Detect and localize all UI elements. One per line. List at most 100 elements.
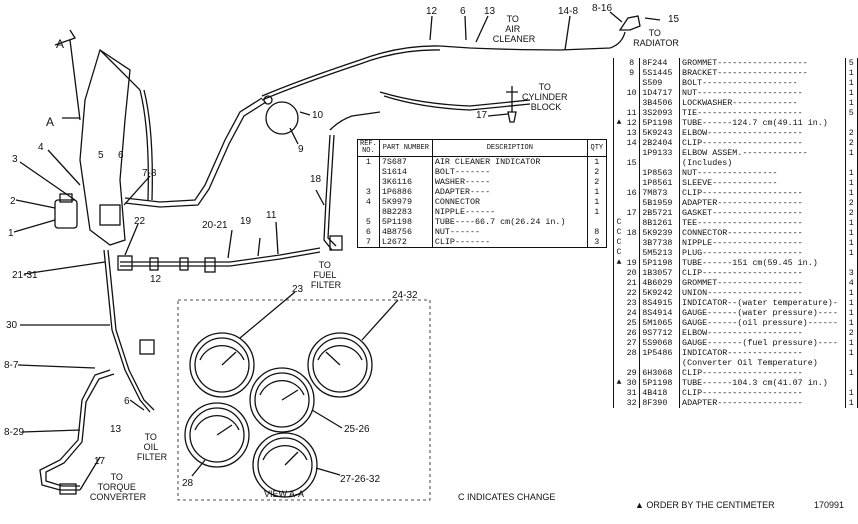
ref-no: 4 (357, 197, 380, 207)
cylinder-fitting (506, 86, 518, 123)
figure-number: 170991 (814, 500, 845, 510)
table-row: (Converter Oil Temperature) (614, 358, 858, 368)
label-to-air-cleaner: TO AIR CLEANER (493, 14, 536, 44)
quantity: 4 (844, 278, 858, 288)
quantity (586, 217, 607, 227)
quantity: 1 (844, 228, 858, 238)
callout-6-top: 6 (460, 6, 466, 17)
bracket-7-8 (99, 204, 121, 226)
description: CONNECTOR--------------- (682, 227, 803, 238)
part-number: 5M5213 (639, 248, 681, 258)
quantity: 2 (844, 328, 858, 338)
change-mark: C (616, 248, 622, 257)
ref-no: 25 (624, 318, 641, 328)
ref-no: 21 (624, 278, 641, 288)
quantity: 1 (844, 248, 858, 258)
change-mark (614, 108, 625, 118)
ref-no: 23 (624, 298, 641, 308)
ref-no (624, 248, 641, 258)
callout-10: 10 (312, 110, 324, 121)
ref-no: 17 (624, 208, 641, 218)
change-mark (614, 168, 625, 178)
description: NUT------ (434, 226, 481, 237)
change-mark (614, 68, 625, 78)
part-number: S1614 (379, 167, 433, 177)
quantity: 3 (844, 268, 858, 278)
air-cleaner-indicator (54, 199, 78, 229)
part-number: 1P8563 (639, 168, 681, 178)
description: ADAPTER----------------- (682, 197, 803, 208)
change-mark (614, 58, 625, 68)
description: CONNECTOR (434, 196, 481, 207)
change-mark (614, 208, 625, 218)
part-number: 7S687 (379, 156, 433, 167)
description: GAUGE-------(fuel pressure)---- (682, 337, 838, 348)
ref-no: 3 (357, 187, 380, 197)
quantity: 1 (844, 88, 858, 98)
quantity: 1 (844, 98, 858, 108)
change-mark (614, 398, 625, 408)
callout-24-32: 24-32 (392, 290, 418, 301)
change-mark (614, 88, 625, 98)
part-number: 5K9243 (639, 128, 681, 138)
quantity: 1 (844, 178, 858, 188)
callout-4: 4 (38, 142, 44, 153)
ref-no: 27 (624, 338, 641, 348)
part-number: 3S2093 (639, 108, 681, 118)
gauge-25 (249, 367, 315, 433)
description: BRACKET------------------ (682, 67, 808, 78)
description: TIE--------------------- (682, 107, 803, 118)
callout-17: 17 (476, 110, 488, 121)
description: (Converter Oil Temperature) (682, 357, 818, 368)
quantity (844, 378, 858, 388)
description: ELBOW ASSEM.------------- (682, 147, 808, 158)
change-mark: ▲ (616, 378, 622, 387)
description: LOCKWASHER------------- (682, 97, 798, 108)
part-number: 5P1198 (639, 378, 681, 388)
label-to-radiator: TO RADIATOR (633, 28, 679, 48)
callout-13-top: 13 (484, 6, 496, 17)
ref-no (624, 78, 641, 88)
description: NUT---------------- (682, 167, 778, 178)
callout-7-8: 7-8 (142, 168, 157, 179)
part-number: 2B2404 (639, 138, 681, 148)
header-qty: QTY (586, 139, 607, 157)
change-mark (614, 338, 625, 348)
part-number: 1B3057 (639, 268, 681, 278)
callout-9: 9 (298, 144, 304, 155)
quantity: 1 (844, 298, 858, 308)
callout-12: 12 (426, 6, 438, 17)
change-mark (614, 278, 625, 288)
description: WASHER----- (434, 176, 491, 187)
callout-6-left: 6 (118, 150, 124, 161)
callout-15: 15 (668, 14, 680, 25)
change-note: C INDICATES CHANGE (458, 492, 556, 502)
part-number: 5S1445 (639, 68, 681, 78)
change-mark (614, 318, 625, 328)
description: ADAPTER---- (434, 186, 491, 197)
quantity: 1 (844, 238, 858, 248)
change-mark (614, 348, 625, 358)
quantity: 1 (844, 218, 858, 228)
ref-no: 29 (624, 368, 641, 378)
quantity: 1 (844, 148, 858, 158)
callout-13-low: 13 (110, 424, 122, 435)
order-note: ▲ ORDER BY THE CENTIMETER (635, 500, 775, 510)
change-mark (614, 188, 625, 198)
quantity: 1 (844, 308, 858, 318)
quantity: 1 (586, 197, 607, 207)
part-number: 1D4717 (639, 88, 681, 98)
quantity: 1 (844, 348, 858, 358)
